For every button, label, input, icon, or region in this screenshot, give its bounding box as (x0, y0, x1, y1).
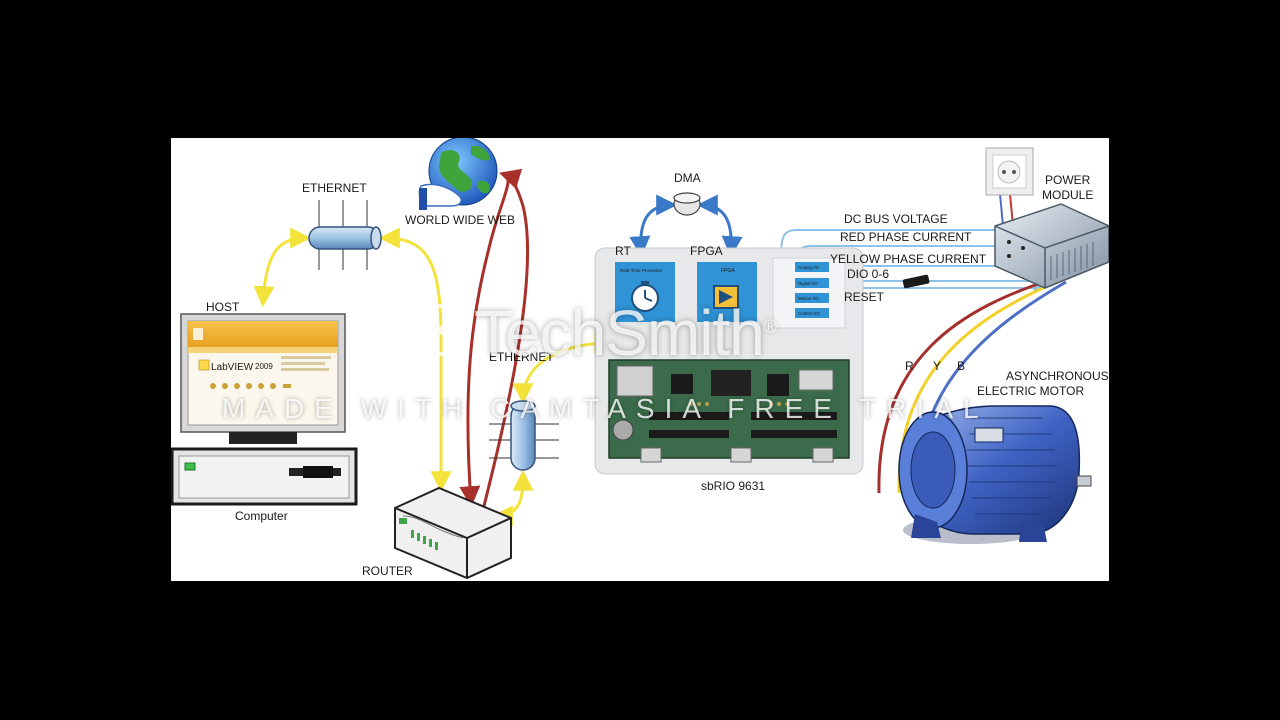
labview-name: LabVIEW (211, 362, 254, 373)
label-red-phase-current: RED PHASE CURRENT (840, 230, 972, 244)
router-device (394, 486, 512, 580)
label-rt: RT (615, 244, 631, 258)
labview-version: 2009 (255, 362, 273, 371)
link-router-www (459, 168, 523, 508)
rt-block-label: Real-Time Processor (620, 268, 663, 273)
label-sbrio: sbRIO 9631 (701, 479, 765, 493)
diagram-canvas: LabVIEW 2009 (171, 138, 1109, 580)
label-motor-2: ELECTRIC MOTOR (977, 384, 1084, 398)
link-hub-host (253, 227, 312, 308)
label-world-wide-web: WORLD WIDE WEB (405, 213, 515, 227)
link-dma-fpga (696, 194, 743, 258)
label-power-module-2: MODULE (1042, 188, 1093, 202)
link-router-www-2 (481, 172, 530, 511)
link-router-ethmid (491, 469, 534, 527)
ethernet-hub-top (308, 200, 382, 270)
electric-motor (898, 405, 1092, 544)
reset-connector (902, 274, 930, 289)
system-diagram: LabVIEW 2009 (171, 138, 1109, 581)
computer-case (171, 447, 358, 506)
label-fpga: FPGA (690, 244, 723, 258)
label-dma: DMA (674, 171, 701, 185)
power-outlet (985, 147, 1034, 196)
label-computer: Computer (235, 509, 288, 523)
wire-phase-r (877, 276, 1057, 494)
dma-node (673, 192, 701, 216)
io-analog: Analog I/O (798, 265, 820, 270)
link-hub-router (378, 227, 452, 493)
label-router: ROUTER (362, 564, 413, 578)
fpga-block-label: FPGA (721, 268, 735, 274)
sbrio-board: Real-Time Processor FPGA Analog I/O Digi… (594, 247, 864, 475)
world-wide-web-globe (418, 138, 498, 210)
label-ethernet-mid: ETHERNET (489, 350, 554, 364)
label-yellow-phase-current: YELLOW PHASE CURRENT (830, 252, 987, 266)
label-power-module-1: POWER (1045, 173, 1091, 187)
label-host: HOST (206, 300, 240, 314)
power-module (994, 203, 1109, 289)
io-control: Control I/O (798, 311, 820, 316)
host-monitor: LabVIEW 2009 (180, 313, 346, 444)
io-digital: Digital I/O (798, 281, 818, 286)
link-dma-rt (629, 194, 678, 258)
label-phase-r: R (905, 359, 914, 373)
label-dc-bus-voltage: DC BUS VOLTAGE (844, 212, 948, 226)
label-phase-y: Y (933, 359, 941, 373)
label-phase-b: B (957, 359, 965, 373)
label-reset: RESET (844, 290, 885, 304)
ethernet-hub-mid (489, 400, 559, 471)
label-ethernet-top: ETHERNET (302, 181, 367, 195)
label-motor-1: ASYNCHRONOUS (1006, 369, 1109, 383)
io-motion: Motion I/O (798, 296, 819, 301)
label-dio: DIO 0-6 (847, 267, 889, 281)
